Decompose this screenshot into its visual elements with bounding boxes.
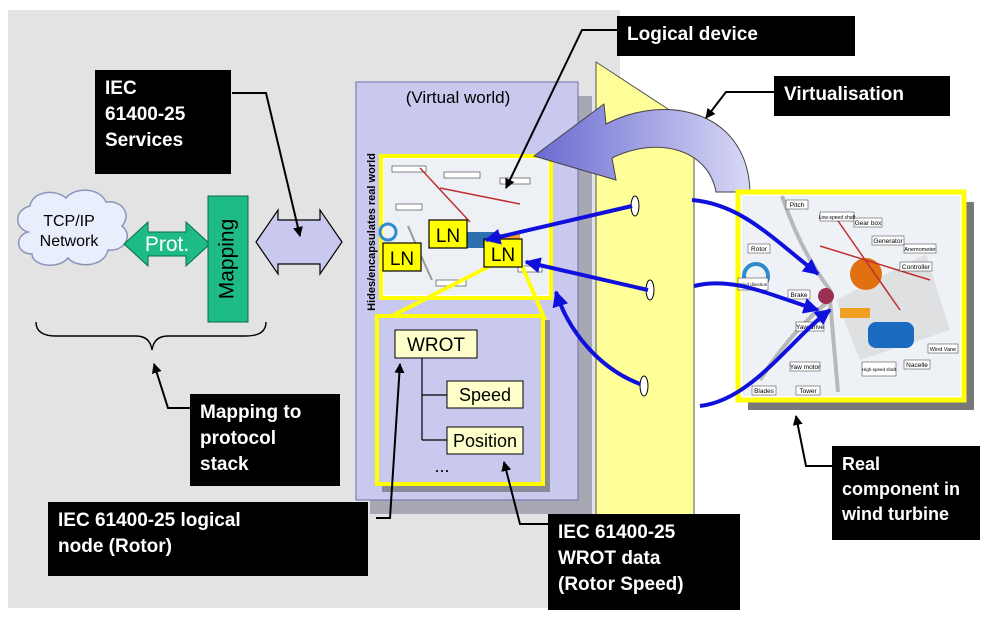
protocol-label: Prot. — [145, 233, 189, 256]
ln-label-2: LN — [436, 226, 460, 247]
wrot-data-label: IEC 61400-25 WROT data (Rotor Speed) — [548, 514, 740, 610]
ln-label-1: LN — [390, 249, 414, 270]
blue-arrows — [484, 198, 832, 408]
logical-device-label: Logical device — [617, 16, 855, 56]
logical-node-label: IEC 61400-25 logical node (Rotor) — [48, 502, 368, 576]
cloud-line-2: Network — [40, 233, 100, 250]
services-line-3: Services — [105, 130, 184, 151]
ln-box-1: LN — [382, 242, 422, 272]
zoom-line-right — [520, 265, 548, 323]
turbine-tags: Pitch Low-speed shaft Gear box Generator… — [737, 199, 959, 396]
mapping-stack-line-2: protocol — [200, 428, 276, 449]
wrot-data-line-1: IEC 61400-25 — [558, 522, 676, 543]
services-label: IEC 61400-25 Services — [95, 70, 231, 174]
tag-nacelle: Nacelle — [906, 362, 928, 369]
tag-yaw-motor: Yaw motor — [790, 364, 821, 371]
tag-low-speed-shaft: Low-speed shaft — [819, 215, 856, 221]
zoom-line-left — [379, 264, 491, 324]
services-arrow — [255, 208, 343, 276]
tag-anemometer: Anemometer — [904, 247, 936, 253]
tag-generator: Generator — [873, 238, 903, 245]
mapping-stack-line-3: stack — [200, 454, 249, 475]
wrot-data-line-2: WROT data — [558, 548, 661, 569]
tag-wind-vane: Wind Vane — [930, 347, 957, 353]
tcp-ip-cloud: TCP/IP Network — [17, 189, 128, 266]
mapping-block: Mapping — [207, 195, 249, 323]
virtualisation-label: Virtualisation — [774, 76, 950, 116]
real-component-line-1: Real — [842, 454, 881, 474]
logical-node-line-1: IEC 61400-25 logical — [58, 510, 241, 531]
wrot-detail-box: WROT Speed Position ... — [375, 314, 550, 492]
ln-label-3: LN — [491, 245, 515, 266]
plane-hole-3 — [639, 375, 649, 397]
mapping-label: Mapping — [216, 219, 239, 300]
mapping-stack-line-1: Mapping to — [200, 402, 302, 423]
tag-tower: Tower — [799, 388, 817, 395]
tag-blades: Blades — [754, 388, 775, 395]
real-component-line-3: wind turbine — [842, 504, 949, 524]
ellipsis-label: ... — [434, 456, 449, 476]
virtualisation-text: Virtualisation — [784, 84, 905, 105]
cloud-line-1: TCP/IP — [43, 213, 95, 230]
tag-rotor: Rotor — [751, 246, 768, 253]
tag-pitch: Pitch — [790, 202, 805, 209]
real-component-line-2: component in — [842, 479, 960, 499]
tag-brake: Brake — [791, 292, 808, 299]
wrot-data-line-3: (Rotor Speed) — [558, 574, 684, 595]
wrot-label: WROT — [407, 335, 465, 356]
position-label: Position — [453, 431, 517, 451]
hides-encapsulates-label: Hides/encapsulates real world — [366, 153, 378, 311]
logical-device-text: Logical device — [627, 24, 758, 45]
tag-controller: Controller — [902, 264, 931, 271]
tag-gear-box: Gear box — [855, 220, 882, 227]
services-line-1: IEC — [105, 78, 137, 99]
ln-box-2: LN — [428, 219, 468, 249]
speed-label: Speed — [459, 385, 511, 405]
services-line-2: 61400-25 — [105, 104, 186, 125]
tag-high-speed-shaft: High-speed shaft — [862, 367, 897, 372]
tag-wind-direction: Wind direction — [739, 282, 768, 287]
ln-box-3: LN — [483, 238, 523, 268]
logical-node-line-2: node (Rotor) — [58, 536, 172, 557]
real-component-label: Real component in wind turbine — [832, 446, 980, 540]
plane-hole-1 — [630, 195, 640, 217]
virtual-world-title: (Virtual world) — [406, 88, 511, 107]
callout-lines — [151, 29, 832, 525]
virtualisation-arrow — [532, 103, 751, 193]
mapping-stack-label: Mapping to protocol stack — [190, 394, 340, 486]
mapping-brace — [35, 321, 267, 351]
